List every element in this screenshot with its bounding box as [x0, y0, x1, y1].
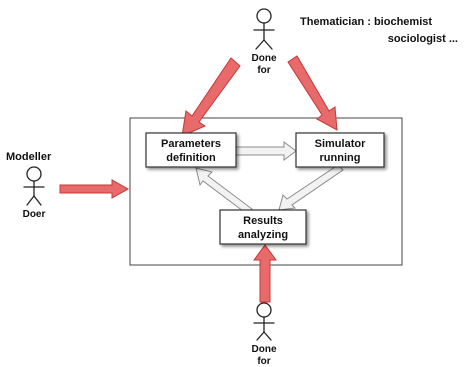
- results-box-label-line2: analyzing: [238, 229, 288, 241]
- simulator-running-box: Simulator running: [295, 132, 385, 168]
- thematician-role-label-line2: sociologist ...: [388, 33, 458, 45]
- results-to-parameters-arrow: [195, 167, 253, 215]
- parameters-box-label-line2: definition: [166, 152, 216, 164]
- results-box-label-line1: Results: [243, 215, 283, 227]
- simulator-box-label-line1: Simulator: [315, 138, 366, 150]
- results-analyzing-box: Results analyzing: [219, 209, 307, 245]
- modeller-stick-figure-icon: [23, 166, 45, 206]
- thematician-role-label: Thematician : biochemist: [300, 16, 432, 28]
- top-actor-label-line1: Done: [252, 53, 277, 64]
- bottom-actor-to-results-arrow: [253, 244, 277, 303]
- simulator-box-label-line2: running: [320, 152, 361, 164]
- bottom-actor-label-line1: Done: [252, 344, 277, 355]
- parameters-definition-box: Parameters definition: [145, 132, 237, 168]
- top-actor-label-line2: for: [257, 65, 270, 76]
- modeller-actor-label: Doer: [23, 209, 46, 220]
- modeller-to-container-arrow: [59, 179, 130, 199]
- modeller-title: Modeller: [6, 151, 52, 163]
- parameters-to-simulator-arrow: [235, 141, 297, 161]
- parameters-box-label-line1: Parameters: [161, 138, 221, 150]
- top-actor-stick-figure-icon: [253, 8, 275, 50]
- top-actor-to-simulator-arrow: [287, 55, 338, 131]
- top-actor-to-parameters-arrow: [181, 57, 241, 137]
- simulator-to-results-arrow: [278, 164, 344, 211]
- bottom-actor-label-line2: for: [257, 356, 270, 367]
- bottom-actor-stick-figure-icon: [253, 302, 275, 341]
